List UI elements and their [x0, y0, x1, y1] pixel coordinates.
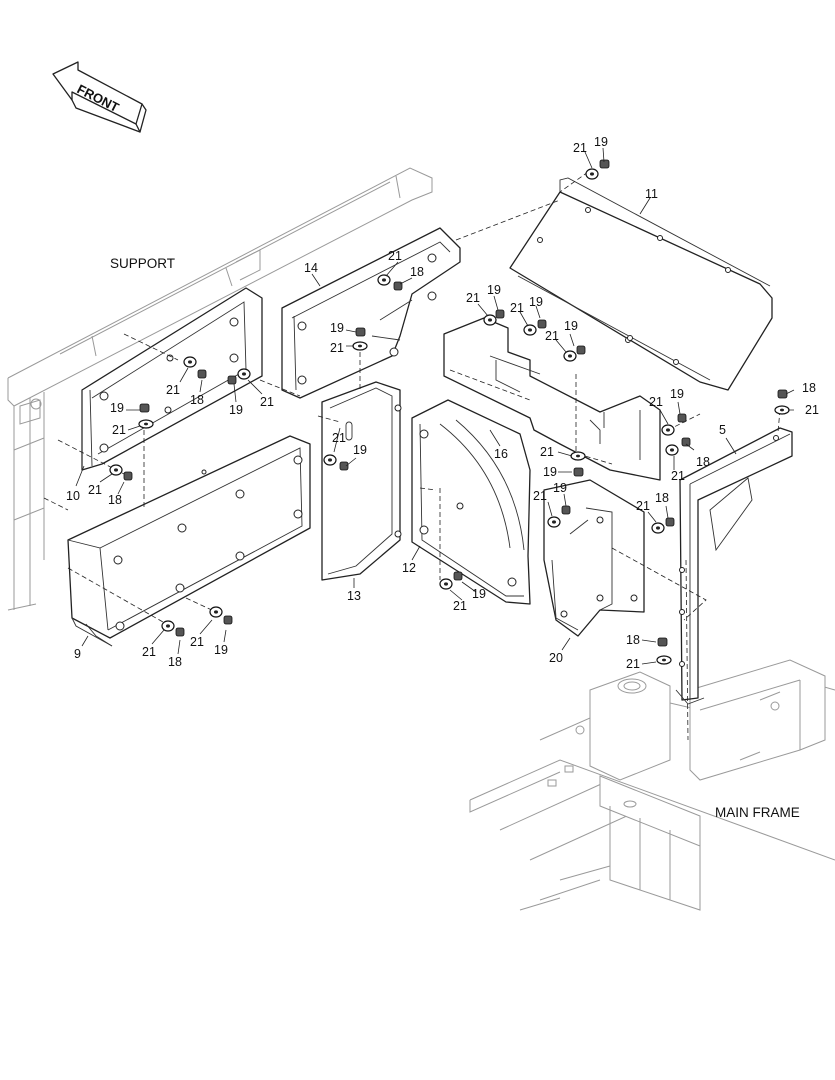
callout-18: 18 [190, 393, 204, 407]
main-frame [469, 659, 835, 911]
callout-5: 5 [719, 423, 726, 437]
part-13-vertical-panel [321, 381, 402, 581]
part-5-bracket-arm [675, 427, 793, 705]
main-frame-label: MAIN FRAME [715, 805, 800, 820]
part-16-bracket-plate [443, 317, 661, 481]
callout-21: 21 [545, 329, 559, 343]
callout-21: 21 [88, 483, 102, 497]
callout-21: 21 [805, 403, 819, 417]
callout-21: 21 [466, 291, 480, 305]
callout-20: 20 [549, 651, 563, 665]
callout-19: 19 [543, 465, 557, 479]
callout-9: 9 [74, 647, 81, 661]
callout-21: 21 [626, 657, 640, 671]
fasteners [109, 159, 790, 665]
callout-16: 16 [494, 447, 508, 461]
callout-19: 19 [594, 135, 608, 149]
callouts: 21 19 11 14 21 18 21 19 21 19 21 19 19 2… [66, 135, 819, 671]
callout-14: 14 [304, 261, 318, 275]
callout-11: 11 [645, 187, 658, 201]
callout-21: 21 [330, 341, 344, 355]
callout-21: 21 [112, 423, 126, 437]
callout-21: 21 [510, 301, 524, 315]
callout-18: 18 [802, 381, 816, 395]
callout-19: 19 [330, 321, 344, 335]
callout-13: 13 [347, 589, 361, 603]
callout-21: 21 [573, 141, 587, 155]
callout-10: 10 [66, 489, 80, 503]
callout-19: 19 [487, 283, 501, 297]
support-label: SUPPORT [110, 256, 175, 271]
callout-18: 18 [168, 655, 182, 669]
callout-21: 21 [649, 395, 663, 409]
callout-21: 21 [166, 383, 180, 397]
callout-21: 21 [533, 489, 547, 503]
callout-19: 19 [564, 319, 578, 333]
callout-19: 19 [529, 295, 543, 309]
callout-18: 18 [108, 493, 122, 507]
callout-21: 21 [190, 635, 204, 649]
callout-18: 18 [410, 265, 424, 279]
callout-21: 21 [636, 499, 650, 513]
part-20-small-plate [543, 479, 645, 637]
callout-18: 18 [696, 455, 710, 469]
callout-19: 19 [472, 587, 486, 601]
callout-19: 19 [553, 481, 567, 495]
callout-21: 21 [453, 599, 467, 613]
callout-19: 19 [229, 403, 243, 417]
callout-18: 18 [626, 633, 640, 647]
callout-21: 21 [540, 445, 554, 459]
part-12-curved-panel [411, 399, 531, 605]
callout-21: 21 [260, 395, 274, 409]
callout-18: 18 [655, 491, 669, 505]
callout-19: 19 [353, 443, 367, 457]
callout-19: 19 [670, 387, 684, 401]
support-frame [7, 167, 433, 611]
front-arrow: FRONT [52, 61, 147, 133]
callout-19: 19 [110, 401, 124, 415]
callout-21: 21 [142, 645, 156, 659]
part-9-lower-box [67, 435, 311, 647]
callout-21: 21 [388, 249, 402, 263]
callout-12: 12 [402, 561, 416, 575]
callout-19: 19 [214, 643, 228, 657]
callout-21: 21 [332, 431, 346, 445]
callout-21: 21 [671, 469, 685, 483]
leader-lines [75, 147, 795, 665]
part-11-top-cover [509, 177, 773, 391]
